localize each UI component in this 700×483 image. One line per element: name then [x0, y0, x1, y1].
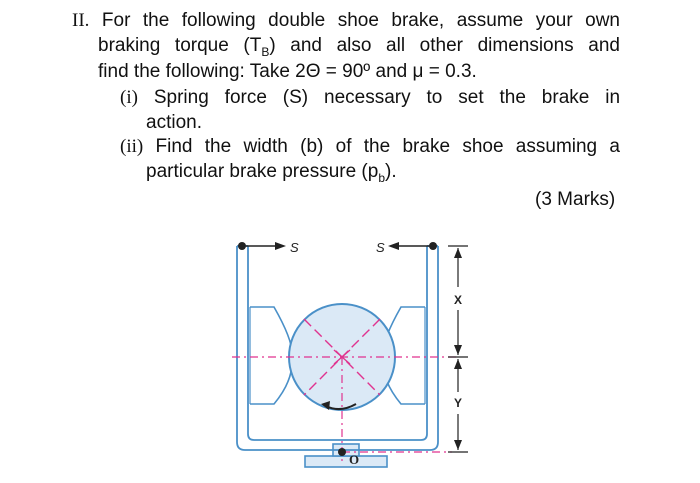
lever-frame-outer — [236, 246, 439, 451]
torque-subscript: B — [261, 44, 270, 59]
marks-label: (3 Marks) — [535, 189, 616, 210]
dimension-y-label: Y — [454, 396, 462, 410]
question-text-2a: braking torque (T — [98, 35, 262, 56]
question-text-2b: ) and also all other dimensions and — [269, 35, 620, 56]
base-plate — [304, 455, 388, 468]
lever-frame-inner — [247, 246, 428, 441]
pressure-subscript: b — [378, 170, 386, 185]
part-ii-line-1: (ii) Find the width (b) of the brake sho… — [120, 135, 620, 159]
part-ii-text-2b: ). — [385, 161, 397, 182]
dimension-x-label: X — [454, 293, 462, 307]
left-spring-label: S — [290, 240, 299, 255]
left-brake-shoe — [250, 306, 293, 405]
question-text-3: find the following: Take 2Θ = 90º and μ … — [98, 61, 477, 82]
part-i-line-2: action. — [146, 111, 620, 135]
part-i-text-2: action. — [146, 112, 202, 133]
pivot-label: O — [349, 452, 359, 467]
part-i-text-1: Spring force (S) necessary to set the br… — [153, 87, 621, 108]
left-spring-arrow — [275, 242, 286, 250]
right-spring-arrow — [388, 242, 399, 250]
part-ii-text-2a: particular brake pressure (p — [146, 161, 379, 182]
question-line-2: braking torque (TB) and also all other d… — [98, 34, 620, 58]
part-ii-text-1: Find the width (b) of the brake shoe ass… — [155, 136, 620, 157]
part-i-numeral: (i) — [120, 87, 138, 108]
question-number: II. — [72, 10, 90, 31]
left-pivot — [238, 242, 246, 250]
question-line-1: II. For the following double shoe brake,… — [72, 9, 620, 33]
question-text-1: For the following double shoe brake, ass… — [101, 10, 620, 31]
fulcrum-pivot — [338, 448, 346, 456]
question-line-3: find the following: Take 2Θ = 90º and μ … — [98, 60, 620, 84]
part-i-line-1: (i) Spring force (S) necessary to set th… — [120, 86, 620, 110]
part-ii-line-2: particular brake pressure (pb). — [146, 160, 620, 184]
part-ii-numeral: (ii) — [120, 136, 144, 157]
right-spring-label: S — [376, 240, 385, 255]
right-pivot — [429, 242, 437, 250]
double-shoe-brake-figure: S S X Y O — [232, 240, 468, 468]
